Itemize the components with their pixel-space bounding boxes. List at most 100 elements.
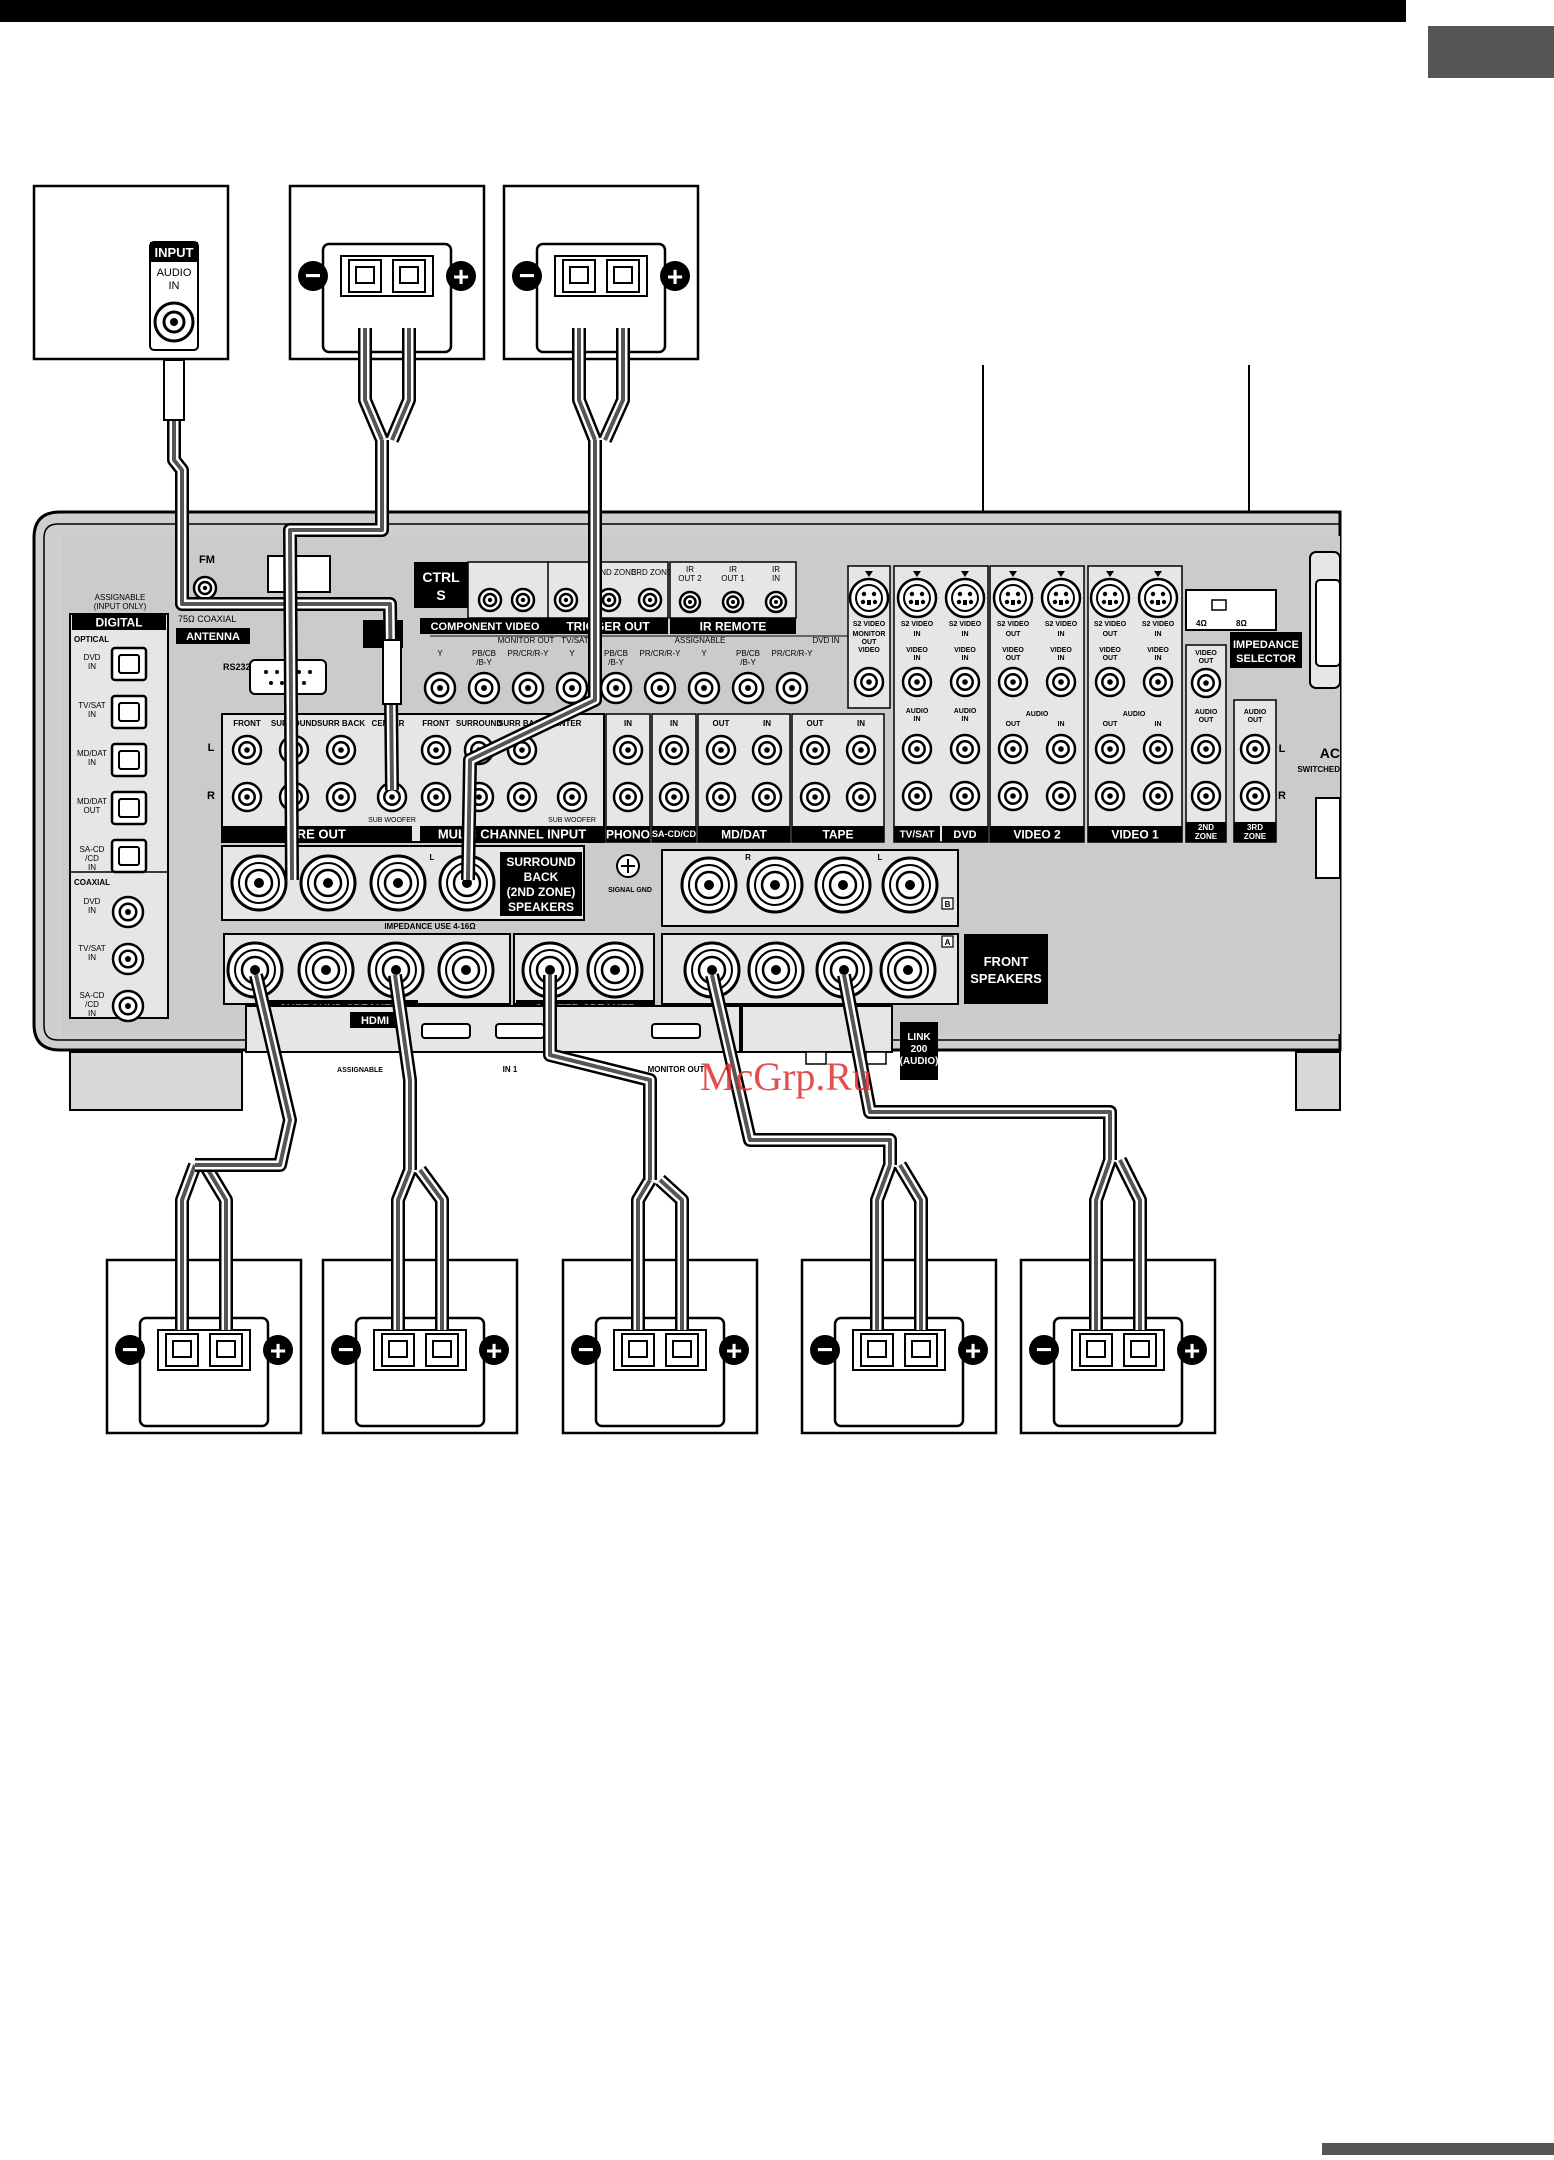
svideo-key — [1108, 600, 1112, 605]
jack-pin — [569, 794, 575, 800]
center-cable-main-core — [548, 975, 652, 1180]
jack-pin — [764, 747, 770, 753]
svideo-sub-label: OUT — [1006, 631, 1022, 638]
optical-input-label: IN — [88, 662, 96, 671]
hdmi-in1-label: IN 1 — [503, 1065, 518, 1074]
terminal-hole — [569, 266, 589, 284]
video-audio-r-jack — [1094, 780, 1126, 812]
optical-inner — [118, 846, 140, 866]
front-speakers-label: FRONT — [984, 954, 1029, 969]
jack-pin — [338, 747, 344, 753]
component-col-label: /B-Y — [476, 658, 492, 667]
zone2-audio-r — [1190, 780, 1222, 812]
jack-pin — [1058, 793, 1064, 799]
jack-pin — [244, 747, 250, 753]
minus-circle — [810, 1335, 840, 1365]
zone3-panel — [1233, 699, 1277, 843]
coaxial-input-label: TV/SAT — [78, 944, 106, 953]
svideo-pin — [1160, 591, 1166, 597]
zone2-label: 2ND — [1198, 823, 1214, 832]
post-hole — [903, 965, 913, 975]
jack-pin — [1107, 679, 1113, 685]
component-col-label: Y — [701, 649, 707, 658]
svideo-key — [1011, 600, 1015, 605]
side-tab — [1428, 26, 1554, 78]
jack-pin — [338, 794, 344, 800]
ctrl-s-label: S — [436, 587, 445, 603]
signal-gnd-label: SIGNAL GND — [608, 887, 652, 894]
svideo-pin — [919, 591, 925, 597]
preout-col-label: SURR BACK — [317, 719, 365, 728]
jack-pin — [731, 600, 735, 604]
video1-label: VIDEO 1 — [1111, 827, 1159, 841]
terminal-hole — [672, 1340, 692, 1358]
post-hole — [321, 965, 331, 975]
rs232c-pin — [297, 670, 301, 674]
optical-input-label: IN — [88, 758, 96, 767]
svideo-pin — [1112, 591, 1118, 597]
tv-audio-in-label: AUDIO — [906, 708, 929, 715]
optical-label: OPTICAL — [74, 635, 109, 644]
minus-text: − — [338, 1334, 354, 1365]
svideo-pin — [1150, 591, 1156, 597]
plus-sign: + — [660, 261, 690, 292]
coaxial-input-label: IN — [88, 1009, 96, 1018]
jack-pin — [613, 685, 619, 691]
surround-right-cable-lead-a-core — [180, 1164, 197, 1330]
ohm-8: 8Ω — [1236, 619, 1247, 628]
audio-jack — [845, 781, 877, 813]
assignable-input-only: (INPUT ONLY) — [94, 602, 147, 611]
footer-bar — [1322, 2143, 1554, 2155]
video-jack — [1142, 666, 1174, 698]
component-video-jack — [731, 671, 765, 705]
video-col-label: VIDEO — [858, 647, 880, 654]
ohm-4: 4Ω — [1196, 619, 1207, 628]
post-hole — [545, 965, 555, 975]
jack-pin — [718, 794, 724, 800]
jack-pin — [914, 679, 920, 685]
front-b-terminal — [881, 856, 939, 914]
ir-remote-label-bg — [670, 618, 796, 634]
plus-sign: + — [1177, 1335, 1207, 1366]
minus-sign: − — [571, 1334, 601, 1365]
plus-circle — [446, 261, 476, 291]
video-col-label: VIDEO — [1002, 647, 1024, 654]
svideo-arrow — [913, 571, 921, 577]
svideo-pin — [968, 599, 974, 605]
video-col-label: VIDEO — [906, 647, 928, 654]
svideo-key — [1156, 600, 1160, 605]
subwoofer-input-label: INPUT — [155, 245, 194, 260]
ir-sub-label: IR — [772, 565, 780, 574]
antenna-label-bg — [176, 628, 250, 644]
component-col-label: Y — [437, 649, 443, 658]
jack-pin — [962, 746, 968, 752]
minus-sign: − — [810, 1334, 840, 1365]
i-link-panel — [741, 1005, 893, 1053]
video-jack — [949, 666, 981, 698]
minus-sign: − — [512, 260, 542, 291]
jack-pin — [701, 685, 707, 691]
component-video-jack — [511, 671, 545, 705]
svideo-pin — [920, 599, 926, 605]
s2-video-label: S2 VIDEO — [1142, 621, 1175, 628]
s2-video-jack — [944, 577, 986, 619]
hdmi-port-1 — [421, 1023, 471, 1039]
plus-text: + — [453, 261, 469, 292]
component-video-label: COMPONENT VIDEO — [431, 621, 540, 633]
svideo-sub-label: IN — [962, 631, 969, 638]
link-label: (AUDIO) — [900, 1056, 939, 1067]
audio-jack — [705, 734, 737, 766]
svideo-key — [1059, 600, 1063, 605]
video1-out-label: OUT — [1103, 721, 1119, 728]
video-audio-r-jack — [1142, 780, 1174, 812]
video-col-label: IN — [1155, 655, 1162, 662]
l-label: L — [208, 742, 215, 754]
jack-pin — [789, 685, 795, 691]
multi-col-label: SURR BACK — [498, 719, 546, 728]
video-col-label: IN — [962, 655, 969, 662]
tv-sat-in-label: TV/SAT IN — [561, 636, 599, 645]
front-right-cable-main-core — [710, 974, 892, 1165]
jack-pin — [1155, 746, 1161, 752]
audio-col-label: IN — [670, 719, 678, 728]
audio-group-label: TAPE — [822, 827, 853, 841]
